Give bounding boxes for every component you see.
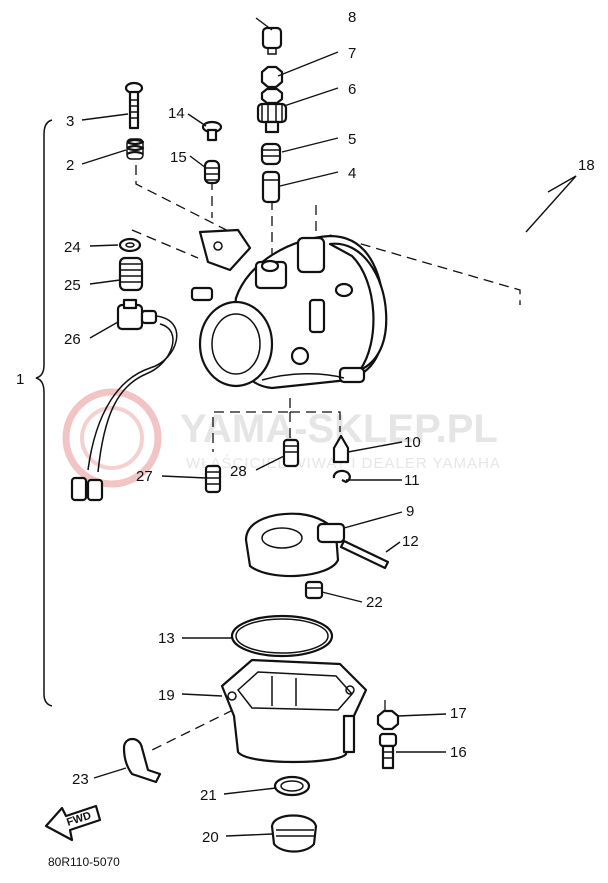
callout-p6: 6 xyxy=(348,81,356,98)
callout-p27: 27 xyxy=(136,468,153,485)
spring-15 xyxy=(203,159,221,185)
screw-14 xyxy=(201,120,223,142)
callout-p5: 5 xyxy=(348,131,356,148)
nut-17 xyxy=(376,709,400,731)
float-9 xyxy=(244,512,346,578)
callout-p18: 18 xyxy=(578,157,595,174)
callout-p12: 12 xyxy=(402,533,419,550)
drain-plug-20 xyxy=(270,814,318,853)
top-stack xyxy=(256,26,288,204)
carburetor-body xyxy=(190,228,388,390)
washer-24 xyxy=(118,237,142,253)
valve-6 xyxy=(256,87,288,134)
callout-p4: 4 xyxy=(348,165,356,182)
callout-p8: 8 xyxy=(348,9,356,26)
throttle-switch-26 xyxy=(116,298,158,331)
pilot-jet-28 xyxy=(282,438,300,468)
wire-harness xyxy=(70,315,178,502)
spring-5 xyxy=(260,142,282,166)
gasket-13 xyxy=(230,614,334,658)
callout-p17: 17 xyxy=(450,705,467,722)
callout-labels: 1 2 3 4 5 6 7 8 9 10 11 12 13 14 15 16 1… xyxy=(16,9,595,846)
o-ring-21 xyxy=(273,775,311,797)
callout-p19: 19 xyxy=(158,687,175,704)
callout-p21: 21 xyxy=(200,787,217,804)
callout-p22: 22 xyxy=(366,594,383,611)
watermark: YAMA-SKLEP.PL WŁAŚCICIEL WIWAT I DEALER … xyxy=(62,388,500,488)
callout-p7: 7 xyxy=(348,45,356,62)
callout-p1: 1 xyxy=(16,371,24,388)
callout-p16: 16 xyxy=(450,744,467,761)
main-jet-27 xyxy=(204,464,222,494)
spring-2 xyxy=(126,138,145,160)
callout-p14: 14 xyxy=(168,105,185,122)
watermark-logo xyxy=(62,388,162,488)
callout-p2: 2 xyxy=(66,157,74,174)
callout-p3: 3 xyxy=(66,113,74,130)
pin-12 xyxy=(339,539,390,570)
needle-valve-10 xyxy=(332,434,350,464)
watermark-logo-inner xyxy=(80,406,144,470)
callout-p25: 25 xyxy=(64,277,81,294)
nut-7 xyxy=(260,65,284,89)
clip-11 xyxy=(332,469,351,484)
callout-p23: 23 xyxy=(72,771,89,788)
clamp-23 xyxy=(122,737,162,784)
hose-18 xyxy=(454,187,552,283)
callout-p10: 10 xyxy=(404,434,421,451)
spring-25 xyxy=(118,256,144,292)
bolt-16 xyxy=(378,732,398,770)
float-chamber-19 xyxy=(220,658,368,764)
screw-8 xyxy=(261,26,283,50)
forward-arrow: FWD xyxy=(44,804,102,842)
leader-lines xyxy=(81,17,577,837)
callout-p15: 15 xyxy=(170,149,187,166)
assembly-bracket xyxy=(35,119,53,707)
callout-p24: 24 xyxy=(64,239,81,256)
callout-p13: 13 xyxy=(158,630,175,647)
callout-p28: 28 xyxy=(230,463,247,480)
callout-p11: 11 xyxy=(404,472,420,489)
screw-22 xyxy=(304,580,324,600)
jet-4 xyxy=(261,170,281,204)
callout-p20: 20 xyxy=(202,829,219,846)
pilot-air-screw xyxy=(124,81,144,130)
diagram-code: 80R110-5070 xyxy=(48,855,120,869)
callout-p26: 26 xyxy=(64,331,81,348)
callout-p9: 9 xyxy=(406,503,414,520)
